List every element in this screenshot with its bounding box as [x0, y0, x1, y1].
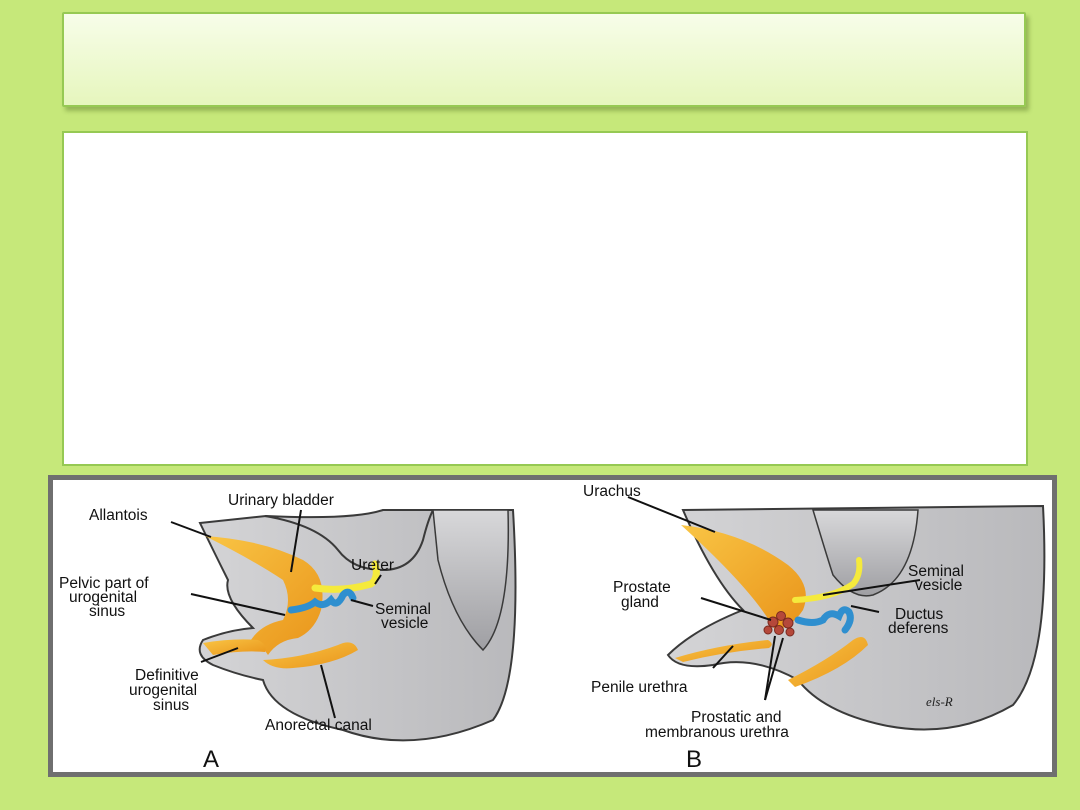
- panel-a-seminal-vesicle: [287, 588, 357, 614]
- leader-prostatic-1: [764, 635, 776, 701]
- panel-a-posterior-region: [432, 509, 510, 652]
- label-prostate-gland-1: Prostate: [613, 579, 671, 596]
- leader-seminal-vesicle-a: [350, 599, 374, 607]
- label-prostatic-2: membranous urethra: [645, 724, 789, 741]
- label-pelvic-part-2: urogenital: [69, 589, 137, 606]
- label-pelvic-part-3: sinus: [89, 603, 125, 620]
- panel-a-anorectal-canal: [263, 642, 358, 669]
- label-ductus-deferens-1: Ductus: [895, 606, 943, 623]
- label-allantois: Allantois: [89, 507, 148, 524]
- panel-b-seminal-vesicle: [794, 606, 854, 634]
- panel-b-urinary-bladder: [681, 525, 806, 630]
- leader-ductus-deferens: [850, 605, 880, 613]
- leader-allantois: [170, 521, 212, 538]
- slide-title-box: [62, 12, 1026, 107]
- label-urinary-bladder: Urinary bladder: [228, 492, 334, 509]
- label-prostate-gland-2: gland: [621, 594, 659, 611]
- panel-b-letter: B: [686, 746, 702, 772]
- label-definitive-1: Definitive: [135, 667, 199, 684]
- panel-a-rectum-fold: [264, 509, 434, 572]
- panel-b: Urachus Seminal vesicle Prostate gland D…: [583, 483, 1046, 772]
- panel-b-rectum: [788, 636, 868, 687]
- label-seminal-vesicle-a-1: Seminal: [375, 601, 431, 618]
- leader-prostatic-2: [764, 637, 784, 701]
- artist-signature: els-R: [926, 694, 953, 709]
- label-definitive-2: urogenital: [129, 682, 197, 699]
- label-penile-urethra: Penile urethra: [591, 679, 688, 696]
- leader-urinary-bladder: [290, 509, 302, 573]
- panel-b-posterior-region: [811, 509, 919, 597]
- label-ureter: Ureter: [351, 557, 394, 574]
- embryology-figure: Allantois Urinary bladder Ureter Pelvic …: [48, 475, 1057, 777]
- leader-penile-urethra: [712, 645, 734, 669]
- leader-seminal-vesicle-b: [822, 579, 921, 596]
- panel-b-penile-urethra: [675, 640, 772, 662]
- panel-a-urogenital-sinus: [203, 639, 266, 655]
- label-prostatic-1: Prostatic and: [691, 709, 781, 726]
- label-pelvic-part-1: Pelvic part of: [59, 575, 149, 592]
- label-seminal-vesicle-b-1: Seminal: [908, 563, 964, 580]
- label-seminal-vesicle-b-2: vesicle: [915, 577, 962, 594]
- panel-a-ureter: [311, 560, 380, 593]
- slide-content-box: [62, 131, 1028, 466]
- label-anorectal-canal: Anorectal canal: [265, 717, 372, 734]
- label-ductus-deferens-2: deferens: [888, 620, 949, 637]
- leader-anorectal-canal: [320, 664, 336, 719]
- leader-definitive-sinus: [200, 647, 239, 663]
- leader-ureter: [374, 574, 382, 585]
- leader-pelvic-part: [190, 593, 286, 616]
- label-definitive-3: sinus: [153, 697, 189, 714]
- panel-a: Allantois Urinary bladder Ureter Pelvic …: [59, 492, 517, 772]
- label-seminal-vesicle-a-2: vesicle: [381, 615, 428, 632]
- leader-urachus: [627, 496, 716, 533]
- panel-b-prostate: [763, 611, 795, 637]
- figure-svg: Allantois Urinary bladder Ureter Pelvic …: [59, 483, 1046, 772]
- panel-a-letter: A: [203, 746, 219, 772]
- panel-a-urinary-bladder: [205, 536, 323, 655]
- label-urachus: Urachus: [583, 483, 641, 500]
- leader-prostate-gland: [700, 597, 772, 621]
- panel-b-ureter: [792, 557, 863, 603]
